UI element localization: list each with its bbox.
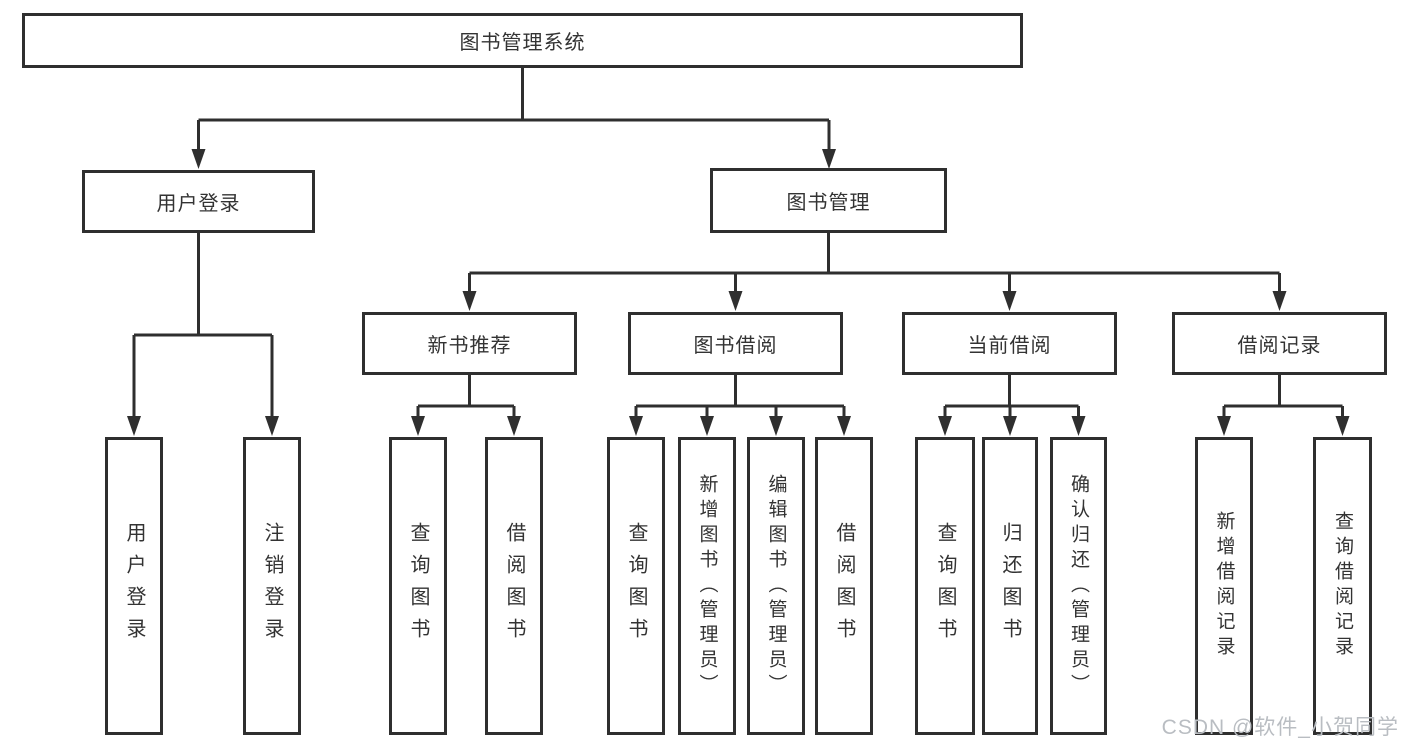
leaf-br-query-record: 查询借阅记录 — [1313, 437, 1372, 735]
leaf-bb-query-book-label: 查询图书 — [625, 522, 647, 650]
node-root: 图书管理系统 — [22, 13, 1023, 68]
node-current-borrow: 当前借阅 — [902, 312, 1117, 375]
csdn-watermark: CSDN @软件_小贺同学 — [1161, 716, 1399, 739]
leaf-br-add-record: 新增借阅记录 — [1195, 437, 1253, 735]
leaf-nbr-query-book: 查询图书 — [389, 437, 447, 735]
leaf-cb-confirm-return-label: 确认归还（管理员） — [1068, 473, 1089, 699]
leaf-bb-edit-book: 编辑图书（管理员） — [747, 437, 805, 735]
leaf-br-add-record-label: 新增借阅记录 — [1213, 511, 1235, 661]
leaf-nbr-borrow-book: 借阅图书 — [485, 437, 543, 735]
leaf-br-query-record-label: 查询借阅记录 — [1332, 511, 1353, 661]
connector-book-borrow-to-leaves — [634, 375, 846, 418]
connector-user-login-to-leaves — [132, 233, 274, 418]
leaf-bb-add-book-label: 新增图书（管理员） — [696, 473, 718, 699]
leaf-logout: 注销登录 — [243, 437, 301, 735]
node-borrow-records: 借阅记录 — [1172, 312, 1387, 375]
leaf-cb-return-book: 归还图书 — [982, 437, 1038, 735]
arrowheads-borrow-records — [1217, 416, 1350, 436]
connector-current-borrow-to-leaves — [943, 375, 1080, 418]
connector-root-to-level2 — [197, 68, 831, 150]
node-user-login: 用户登录 — [82, 170, 315, 233]
node-new-book-rec: 新书推荐 — [362, 312, 577, 375]
arrowheads-book-borrow — [629, 416, 851, 436]
leaf-bb-add-book: 新增图书（管理员） — [678, 437, 736, 735]
connector-book-mgmt-to-level3 — [468, 233, 1281, 293]
leaf-bb-borrow-book-label: 借阅图书 — [833, 522, 855, 650]
leaf-user-login: 用户登录 — [105, 437, 163, 735]
node-book-borrow: 图书借阅 — [628, 312, 843, 375]
connector-borrow-records-to-leaves — [1222, 375, 1344, 418]
leaf-bb-borrow-book: 借阅图书 — [815, 437, 873, 735]
leaf-nbr-query-book-label: 查询图书 — [407, 522, 429, 650]
leaf-logout-label: 注销登录 — [261, 522, 283, 650]
arrowheads-user-login — [127, 416, 279, 436]
leaf-cb-return-book-label: 归还图书 — [999, 522, 1021, 650]
leaf-cb-confirm-return: 确认归还（管理员） — [1050, 437, 1107, 735]
leaf-user-login-label: 用户登录 — [123, 522, 145, 650]
leaf-cb-query-book: 查询图书 — [915, 437, 975, 735]
arrowheads-level3 — [462, 291, 1287, 311]
arrowheads-level2 — [191, 149, 836, 169]
arrowheads-current-borrow — [938, 416, 1086, 436]
arrowheads-new-book-rec — [411, 416, 521, 436]
leaf-bb-query-book: 查询图书 — [607, 437, 665, 735]
connector-new-book-rec-to-leaves — [416, 375, 516, 418]
node-book-mgmt: 图书管理 — [710, 168, 947, 233]
leaf-bb-edit-book-label: 编辑图书（管理员） — [765, 473, 787, 699]
leaf-cb-query-book-label: 查询图书 — [934, 522, 956, 650]
leaf-nbr-borrow-book-label: 借阅图书 — [503, 522, 525, 650]
